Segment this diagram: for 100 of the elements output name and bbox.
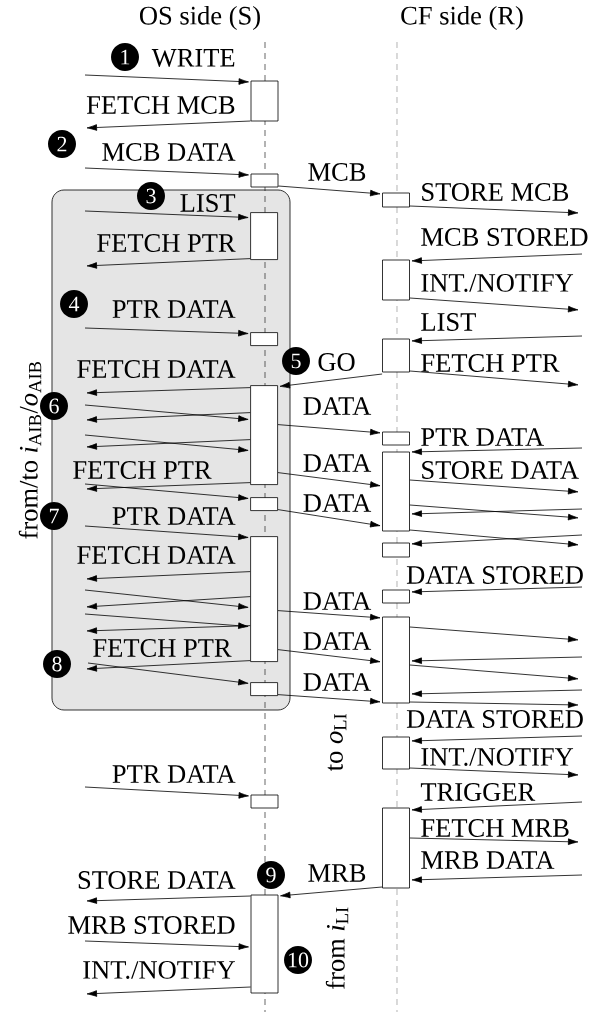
activation-box (382, 542, 410, 558)
edge-label: PTR DATA (112, 507, 236, 525)
edge-label: MCB STORED (421, 228, 588, 246)
arrow (409, 205, 579, 216)
callout-number: 7 (40, 502, 68, 530)
arrow (409, 626, 579, 643)
arrow (277, 649, 381, 664)
activation-box (250, 332, 278, 346)
edge-label: DATA STORED (406, 566, 583, 584)
edge-label: INT./NOTIFY (421, 274, 574, 292)
activation-box (250, 536, 278, 662)
edge-label: DATA STORED (406, 710, 583, 728)
arrow (86, 596, 251, 610)
activation-box (250, 894, 279, 994)
edge-label: FETCH DATA (77, 546, 236, 564)
arrow (409, 701, 579, 709)
edge-label: WRITE (151, 49, 235, 67)
edge-label: LIST (421, 313, 476, 331)
activation-box (382, 338, 410, 373)
arrow (87, 662, 249, 686)
callout-number: 2 (48, 130, 76, 158)
arrow (280, 886, 383, 899)
arrow (409, 297, 579, 313)
arrow (84, 167, 249, 178)
callout-number: 4 (60, 290, 88, 318)
activation-box (382, 736, 410, 770)
arrow (411, 874, 583, 883)
activation-box (250, 173, 279, 188)
activation-box (382, 431, 410, 446)
edge-label: INT./NOTIFY (421, 748, 574, 766)
arrow (411, 586, 583, 595)
edge-label: FETCH MRB (421, 819, 569, 837)
arrow (86, 986, 251, 997)
callout-number: 1 (111, 43, 139, 71)
edge-label: DATA (303, 673, 372, 691)
side-label: from i$_{LI}$ (325, 907, 349, 989)
edge-label: FETCH PTR (73, 461, 212, 479)
arrow (84, 74, 249, 85)
edge-label: GO (318, 353, 355, 371)
edge-label: DATA (303, 592, 372, 610)
column-header: OS side (S) (140, 6, 260, 30)
arrow (86, 625, 251, 634)
callout-number: 3 (137, 182, 165, 210)
arrow (86, 571, 251, 582)
activation-box (250, 682, 278, 696)
activation-box (250, 212, 278, 260)
edge-label: MRB STORED (68, 916, 235, 934)
edge-label: PTR DATA (112, 765, 236, 783)
arrow (409, 504, 579, 521)
activation-box (382, 451, 410, 532)
edge-label: MRB DATA (421, 851, 555, 869)
edge-label: FETCH PTR (97, 234, 236, 252)
arrow (84, 483, 249, 501)
arrow (84, 525, 249, 541)
arrow (277, 472, 381, 488)
arrow (411, 656, 583, 664)
edge-label: MRB (308, 864, 366, 882)
arrow (279, 373, 383, 389)
side-label: from/to i$_{AIB}$/o$_{AIB}$ (18, 361, 42, 539)
arrow (84, 613, 249, 629)
arrow (86, 895, 251, 904)
activation-box (250, 794, 279, 809)
arrow (86, 660, 251, 672)
edge-label: DATA (303, 397, 372, 415)
edge-label: TRIGGER (420, 783, 536, 801)
arrow (86, 482, 251, 492)
arrow (411, 447, 583, 455)
side-label: to o$_{LI}$ (327, 713, 347, 771)
edge-label: DATA (303, 632, 372, 650)
arrow (409, 837, 579, 845)
callout-number: 10 (284, 946, 312, 974)
arrow (86, 120, 251, 131)
edge-label: MCB DATA (102, 143, 236, 161)
edge-label: STORE MCB (422, 183, 569, 201)
arrow (84, 940, 249, 950)
arrow (277, 694, 381, 705)
arrow (86, 439, 251, 450)
arrow (86, 412, 251, 423)
arrow (409, 767, 579, 778)
arrow (411, 735, 583, 744)
edge-label: DATA (303, 454, 372, 472)
arrow (411, 689, 583, 697)
activation-box (382, 259, 410, 301)
arrow (409, 370, 579, 388)
arrow (278, 185, 381, 197)
edge-label: LIST (180, 194, 236, 212)
edge-label: DATA (303, 494, 372, 512)
activation-box (250, 385, 278, 485)
arrow (411, 508, 583, 517)
edge-label: STORE DATA (422, 461, 579, 479)
edge-label: PTR DATA (421, 428, 544, 446)
arrow (409, 479, 579, 495)
activation-box (382, 192, 410, 208)
activation-box (250, 80, 279, 122)
edge-label: FETCH MCB (86, 96, 235, 114)
edge-label: FETCH DATA (77, 360, 236, 378)
arrow (84, 327, 249, 337)
activation-box (250, 497, 278, 511)
arrow (411, 335, 583, 344)
arrow (409, 529, 579, 548)
